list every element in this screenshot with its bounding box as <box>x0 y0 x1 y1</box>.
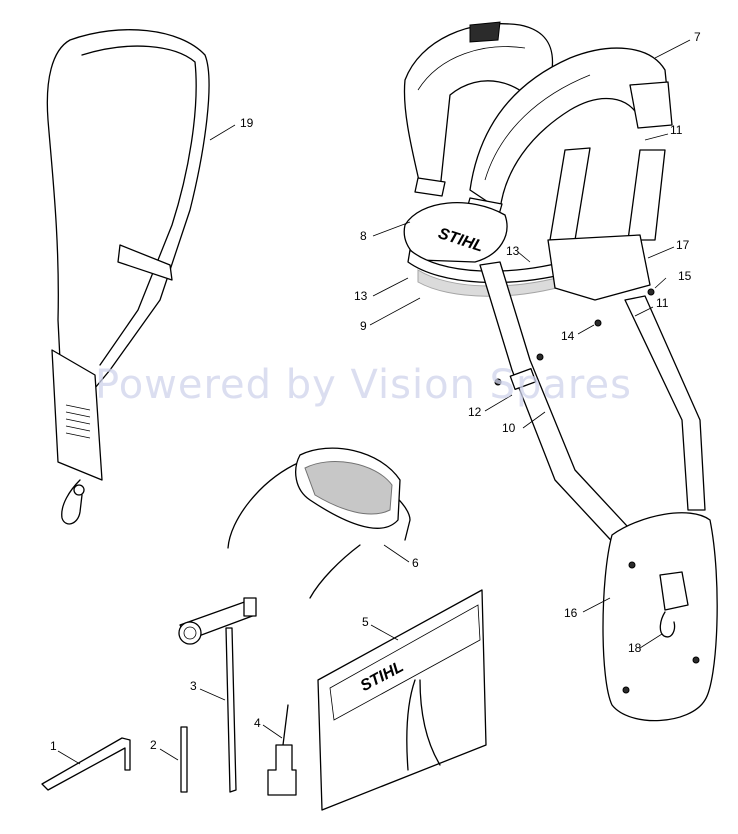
callout-15: 15 <box>678 269 692 283</box>
callout-19: 19 <box>240 116 254 130</box>
callout-3: 3 <box>190 679 197 693</box>
callout-7: 7 <box>694 30 701 44</box>
callout-8: 8 <box>360 229 367 243</box>
pin-icon <box>180 726 188 793</box>
callout-6: 6 <box>412 556 419 570</box>
callout-18: 18 <box>628 641 642 655</box>
tool-pouch-icon: STIHL <box>317 589 487 811</box>
callout-9: 9 <box>360 319 367 333</box>
callout-12: 12 <box>468 405 482 419</box>
callout-11-upper: 11 <box>670 123 683 137</box>
callout-16: 16 <box>564 606 578 620</box>
safety-glasses-icon <box>227 447 411 599</box>
watermark-text: Powered by Vision Spares <box>95 362 632 408</box>
callout-1: 1 <box>50 739 57 753</box>
callout-13-center: 13 <box>506 244 520 258</box>
callout-4: 4 <box>254 716 261 730</box>
callout-14: 14 <box>561 329 575 343</box>
callout-10: 10 <box>502 421 516 435</box>
callout-2: 2 <box>150 738 157 752</box>
combination-wrench-icon <box>178 597 257 793</box>
screwdriver-icon <box>267 704 297 796</box>
callout-11-lower: 11 <box>656 296 669 310</box>
callout-17: 17 <box>676 238 690 252</box>
callout-5: 5 <box>362 615 369 629</box>
callout-labels: 1 2 3 4 5 6 7 8 9 10 11 11 12 13 13 14 1… <box>50 30 701 753</box>
leader-lines <box>57 39 691 765</box>
harness-icon: STIHL <box>403 21 718 722</box>
callout-13-left: 13 <box>354 289 368 303</box>
carrying-strap-icon <box>46 29 210 525</box>
hex-key-icon <box>41 737 131 791</box>
